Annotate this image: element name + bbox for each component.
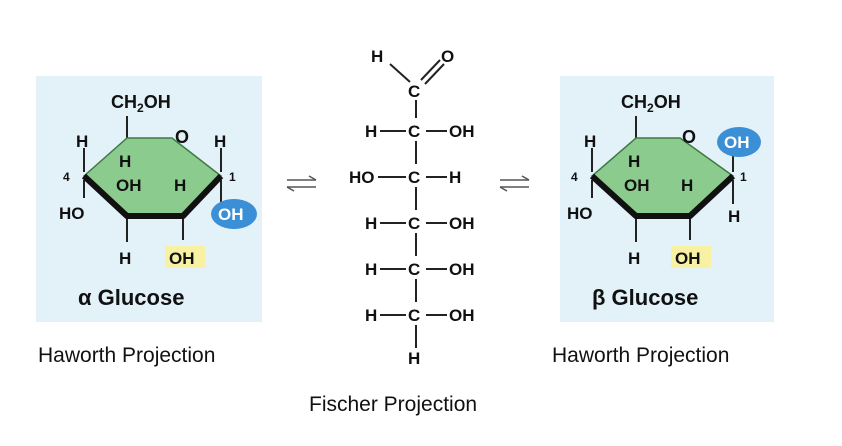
fischer-row-2-right: H (449, 168, 461, 187)
beta-ring-oxygen-label: O (682, 127, 696, 147)
beta-ho-label: HO (567, 204, 593, 223)
alpha-h-right-label: H (214, 132, 226, 151)
fischer-top-c: C (408, 82, 420, 101)
fischer-top-o: O (441, 47, 454, 66)
beta-anomeric-oh-label: OH (724, 133, 750, 152)
fischer-row-4-carbon: C (408, 260, 420, 279)
alpha-oh-bottom-label: OH (169, 249, 195, 268)
alpha-ring-oxygen-label: O (175, 127, 189, 147)
fischer-row-1-left: H (365, 122, 377, 141)
fischer-top-h: H (371, 47, 383, 66)
beta-h-right-low-label: H (728, 207, 740, 226)
equilibrium-arrows-right (499, 175, 530, 192)
beta-oh-bottom-highlight (671, 246, 711, 268)
fischer-row-4-left: H (365, 260, 377, 279)
fischer-row-3-right: OH (449, 214, 475, 233)
beta-h-bottom-label: H (628, 249, 640, 268)
alpha-h-left-label: H (76, 132, 88, 151)
fischer-row-5-right: OH (449, 306, 475, 325)
alpha-oh-bottom-highlight (165, 246, 205, 268)
alpha-ring-front-edge (81, 173, 224, 219)
fischer-row-3-left: H (365, 214, 377, 233)
beta-oh-bottom-label: OH (675, 249, 701, 268)
fischer-row-1-carbon: C (408, 122, 420, 141)
fischer-row-5-left: H (365, 306, 377, 325)
fischer-row-5-carbon: C (408, 306, 420, 325)
fischer-bottom-h: H (408, 349, 420, 368)
beta-carbon-1-label: 1 (740, 170, 747, 184)
beta-h-inner-label: H (628, 152, 640, 171)
fischer-row-1-right: OH (449, 122, 475, 141)
beta-h-inner2-label: H (681, 176, 693, 195)
alpha-haworth-caption: Haworth Projection (38, 344, 215, 367)
alpha-anomeric-oh-label: OH (218, 205, 244, 224)
equilibrium-arrows-left (286, 175, 317, 192)
fischer-row-2-carbon: C (408, 168, 420, 187)
fischer-rows: H C OH HO C H H C OH H C OH H C OH (349, 122, 475, 348)
fischer-projection: H O C H C OH HO C H H C OH H C OH H C OH H (349, 47, 475, 368)
alpha-glucose-haworth: CH2OH O H H H OH H 4 1 HO OH H OH α Gluc… (36, 76, 262, 322)
beta-oh-inner-label: OH (624, 176, 650, 195)
beta-ring-front-edge (589, 173, 736, 219)
beta-carbon-4-label: 4 (571, 170, 578, 184)
alpha-carbon-1-label: 1 (229, 170, 236, 184)
alpha-h-inner-label: H (119, 152, 131, 171)
fischer-row-2-left: HO (349, 168, 375, 187)
alpha-ho-label: HO (59, 204, 85, 223)
beta-glucose-haworth: CH2OH O H OH H OH H 4 1 HO H H OH β Gluc… (560, 76, 774, 322)
beta-ch2oh-label: CH2OH (621, 92, 681, 115)
fischer-row-4-right: OH (449, 260, 475, 279)
beta-glucose-name: β Glucose (592, 285, 698, 310)
alpha-h-bottom-label: H (119, 249, 131, 268)
alpha-ch2oh-label: CH2OH (111, 92, 171, 115)
alpha-carbon-4-label: 4 (63, 170, 70, 184)
alpha-anomeric-oh-highlight (211, 199, 257, 229)
beta-h-left-label: H (584, 132, 596, 151)
beta-anomeric-oh-highlight (717, 127, 761, 157)
fischer-row-3-carbon: C (408, 214, 420, 233)
fischer-caption: Fischer Projection (309, 393, 477, 416)
alpha-glucose-name: α Glucose (78, 285, 184, 310)
alpha-h-inner2-label: H (174, 176, 186, 195)
alpha-oh-inner-label: OH (116, 176, 142, 195)
beta-haworth-caption: Haworth Projection (552, 344, 729, 367)
